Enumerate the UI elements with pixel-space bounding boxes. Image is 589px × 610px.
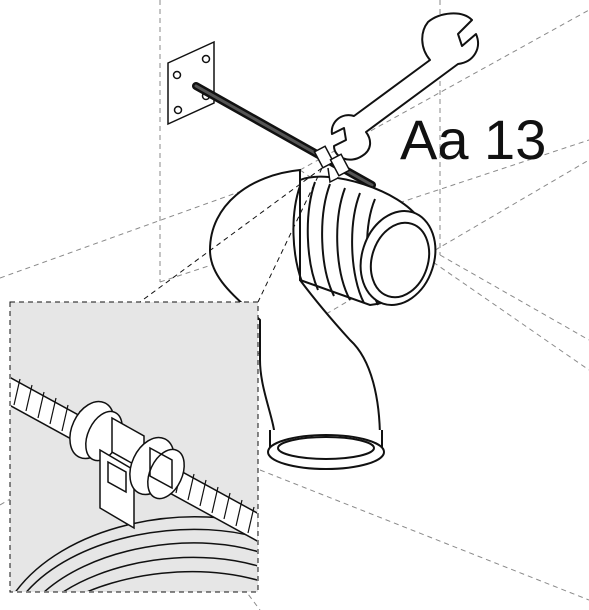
wrench-icon — [330, 12, 479, 161]
wall-plate-icon — [167, 40, 215, 126]
elbow-fitting — [208, 168, 437, 470]
detail-leader — [139, 167, 323, 303]
rod-clamp — [313, 145, 351, 184]
wrench-size-label: Aa 13 — [400, 108, 547, 171]
detail-inset — [9, 301, 259, 593]
